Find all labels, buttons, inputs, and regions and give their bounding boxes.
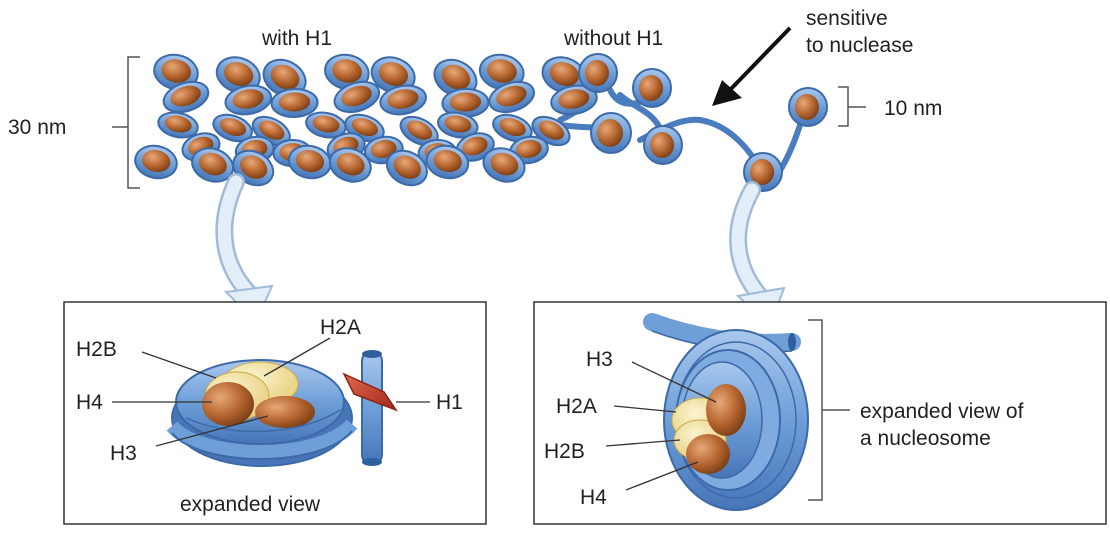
nucleosome-bead: [789, 88, 827, 126]
label-without-h1: without H1: [563, 27, 663, 50]
label-30nm: 30 nm: [8, 116, 66, 139]
fiber-nucleosome: [271, 88, 318, 118]
expand-arrow-left: [224, 182, 272, 322]
fiber-nucleosome: [132, 142, 180, 182]
right-label-h4: H4: [580, 486, 607, 509]
left-label-h2b: H2B: [76, 338, 117, 361]
nucleosome-bead: [633, 69, 671, 107]
nucleosome-bead: [591, 113, 631, 153]
right-label-h2a: H2A: [556, 395, 597, 418]
left-panel-caption: expanded view: [180, 493, 321, 516]
label-sensitive-line2: to nuclease: [806, 34, 913, 57]
left-label-h2a: H2A: [320, 316, 361, 339]
chromatin-fiber: [132, 51, 599, 192]
label-10nm: 10 nm: [884, 97, 942, 120]
right-caption-line2: a nucleosome: [860, 427, 991, 450]
scale-bracket-10nm: [838, 87, 866, 126]
nuclease-arrow: [712, 28, 790, 106]
scale-bracket-30nm: [112, 57, 140, 188]
label-with-h1: with H1: [261, 27, 332, 50]
nucleosome-bead: [579, 54, 617, 92]
label-sensitive-line1: sensitive: [806, 7, 888, 30]
left-label-h3: H3: [110, 442, 137, 465]
left-label-h4: H4: [76, 391, 103, 414]
left-label-h1: H1: [436, 391, 463, 414]
right-label-h3: H3: [586, 348, 613, 371]
nucleosome-bead: [644, 126, 682, 164]
right-caption-line1: expanded view of: [860, 400, 1024, 423]
right-label-h2b: H2B: [544, 440, 585, 463]
